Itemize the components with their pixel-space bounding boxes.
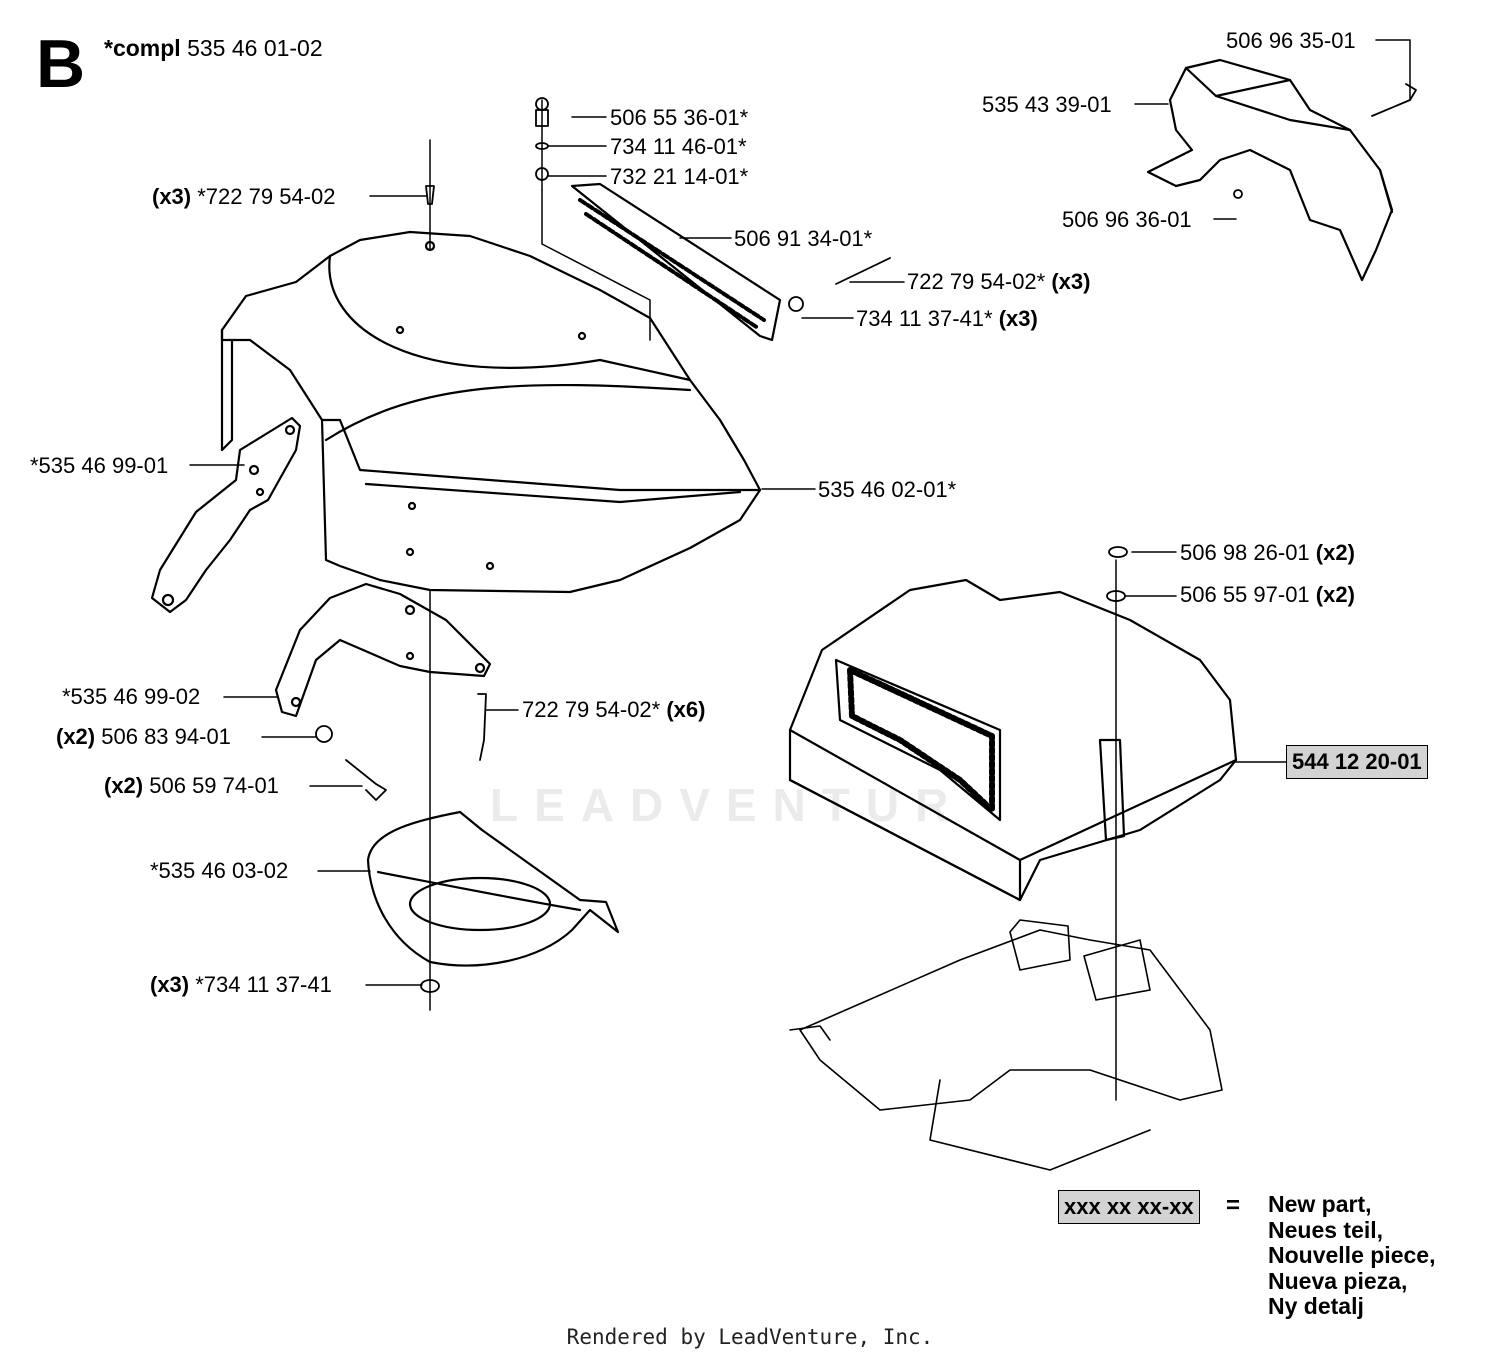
part-label[interactable]: *535 46 99-01	[30, 453, 168, 479]
part-number: 732 21 14-01*	[610, 164, 749, 189]
part-number: 506 83 94-01	[101, 724, 231, 749]
part-quantity: (x3)	[150, 972, 190, 997]
part-number: *722 79 54-02	[197, 184, 336, 209]
part-label[interactable]: 535 43 39-01	[982, 92, 1112, 118]
bracket-lower-part	[274, 582, 492, 718]
part-number: 506 98 26-01	[1180, 540, 1310, 565]
part-label[interactable]: 506 98 26-01 (x2)	[1180, 540, 1355, 566]
part-quantity: (x2)	[1315, 540, 1355, 565]
part-number: 506 55 97-01	[1180, 582, 1310, 607]
part-quantity: (x2)	[56, 724, 96, 749]
bracket-left-part	[150, 416, 302, 614]
legend-line: Nouvelle piece,	[1268, 1242, 1436, 1268]
part-number: 535 43 39-01	[982, 92, 1112, 117]
grille-part	[570, 182, 782, 342]
assembly-prefix: *compl	[104, 35, 181, 61]
chassis-part	[789, 919, 1223, 1171]
part-number: 734 11 46-01*	[610, 134, 747, 159]
leader-lines	[189, 39, 1411, 1101]
part-quantity: (x6)	[666, 697, 706, 722]
part-number: *535 46 99-02	[62, 684, 201, 709]
rear-cover-part	[1146, 58, 1394, 282]
part-label[interactable]: (x3) *722 79 54-02	[152, 184, 335, 210]
hood-part	[220, 230, 762, 594]
part-label[interactable]: *535 46 99-02	[62, 684, 200, 710]
part-quantity: (x3)	[1051, 269, 1091, 294]
fasteners	[315, 83, 1417, 993]
part-label[interactable]: 732 21 14-01*	[610, 164, 748, 190]
part-quantity: (x3)	[998, 306, 1038, 331]
engine-cover-part	[788, 578, 1238, 902]
part-number: 734 11 37-41*	[856, 306, 993, 331]
part-label[interactable]: 734 11 46-01*	[610, 134, 747, 160]
section-letter: B	[36, 26, 86, 102]
assembly-label: *compl 535 46 01-02	[104, 34, 323, 62]
chute-part	[366, 810, 620, 967]
part-label[interactable]: (x2) 506 59 74-01	[104, 773, 279, 799]
part-label[interactable]: 506 96 35-01	[1226, 28, 1356, 54]
part-quantity: (x3)	[152, 184, 192, 209]
part-number: 506 59 74-01	[149, 773, 279, 798]
part-number: *734 11 37-41	[195, 972, 332, 997]
footer-credit: Rendered by LeadVenture, Inc.	[566, 1325, 934, 1349]
legend-text: New part, Neues teil, Nouvelle piece, Nu…	[1268, 1191, 1436, 1320]
legend-sample: xxx xx xx-xx	[1058, 1190, 1200, 1224]
part-number: 722 79 54-02*	[907, 269, 1046, 294]
part-label[interactable]: 722 79 54-02* (x6)	[522, 697, 705, 723]
legend-line: Nueva pieza,	[1268, 1267, 1408, 1294]
part-quantity: (x2)	[104, 773, 144, 798]
part-label[interactable]: 722 79 54-02* (x3)	[907, 269, 1090, 295]
part-label[interactable]: 506 91 34-01*	[734, 226, 872, 252]
assembly-number: 535 46 01-02	[187, 35, 323, 61]
part-label[interactable]: (x2) 506 83 94-01	[56, 724, 231, 750]
part-number: 506 96 36-01	[1062, 207, 1192, 232]
part-number: 506 91 34-01*	[734, 226, 873, 251]
part-number: *535 46 99-01	[30, 453, 169, 478]
legend-line: New part,	[1268, 1191, 1372, 1217]
part-label[interactable]: 535 46 02-01*	[818, 477, 956, 503]
part-label[interactable]: *535 46 03-02	[150, 858, 288, 884]
new-part-label[interactable]: 544 12 20-01	[1286, 745, 1428, 779]
part-label[interactable]: 734 11 37-41* (x3)	[856, 306, 1038, 332]
legend-equals: =	[1226, 1192, 1241, 1219]
part-number: 722 79 54-02*	[522, 697, 661, 722]
part-number: *535 46 03-02	[150, 858, 289, 883]
part-label[interactable]: (x3) *734 11 37-41	[150, 972, 332, 998]
part-number: 506 55 36-01*	[610, 105, 749, 130]
part-quantity: (x2)	[1315, 582, 1355, 607]
part-label[interactable]: 506 55 97-01 (x2)	[1180, 582, 1355, 608]
legend-line: Neues teil,	[1268, 1216, 1384, 1243]
legend-line: Ny detalj	[1268, 1293, 1364, 1319]
part-number: 506 96 35-01	[1226, 28, 1356, 53]
part-number: 535 46 02-01*	[818, 477, 957, 502]
part-label[interactable]: 506 55 36-01*	[610, 105, 748, 131]
part-label[interactable]: 506 96 36-01	[1062, 207, 1192, 233]
